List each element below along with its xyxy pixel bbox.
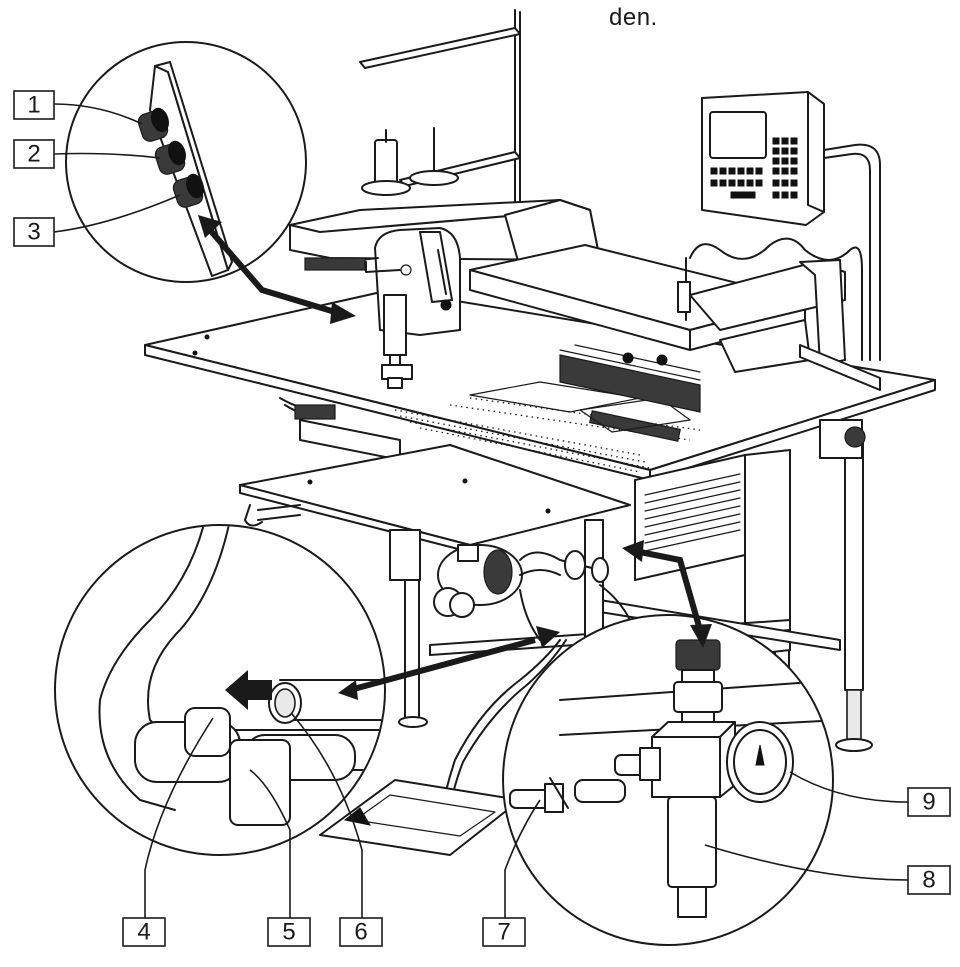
zoom-circle-regulator bbox=[502, 614, 834, 946]
thread-stand bbox=[359, 9, 521, 206]
callout-9-label: 9 bbox=[922, 789, 935, 816]
callout-2-label: 2 bbox=[27, 141, 40, 168]
knob-2 bbox=[154, 140, 186, 175]
sewing-head bbox=[289, 199, 601, 389]
control-panel bbox=[701, 91, 881, 361]
callout-3-label: 3 bbox=[27, 219, 40, 246]
caption-text: den. bbox=[609, 4, 658, 31]
callout-6: 6 bbox=[339, 917, 383, 947]
callout-6-label: 6 bbox=[354, 919, 367, 946]
arrow-valve-to-machine bbox=[338, 626, 560, 700]
lower-shelf bbox=[239, 444, 631, 837]
callout-8-label: 8 bbox=[922, 867, 935, 894]
knob-3 bbox=[172, 173, 204, 208]
callout-1-label: 1 bbox=[27, 92, 40, 119]
callout-5: 5 bbox=[267, 917, 311, 947]
leader-lines bbox=[53, 103, 909, 918]
callout-8: 8 bbox=[907, 865, 951, 895]
callout-2: 2 bbox=[13, 139, 55, 169]
zoom-circle-knobs bbox=[65, 41, 307, 283]
callout-7: 7 bbox=[482, 917, 526, 947]
callout-3: 3 bbox=[13, 217, 55, 247]
callout-5-label: 5 bbox=[282, 919, 295, 946]
arrow-knobs-to-head bbox=[198, 215, 356, 324]
callout-4: 4 bbox=[122, 917, 166, 947]
knob-1 bbox=[137, 107, 169, 142]
control-box-vents bbox=[644, 473, 741, 552]
callout-4-label: 4 bbox=[137, 919, 150, 946]
arrow-regulator-to-machine bbox=[622, 540, 712, 648]
callout-7-label: 7 bbox=[497, 919, 510, 946]
zoom-circle-valve bbox=[54, 524, 386, 856]
callout-1: 1 bbox=[13, 90, 55, 120]
feeder-unit bbox=[469, 237, 881, 413]
keypad bbox=[710, 137, 798, 199]
callout-9: 9 bbox=[907, 787, 951, 817]
motor bbox=[433, 544, 523, 618]
